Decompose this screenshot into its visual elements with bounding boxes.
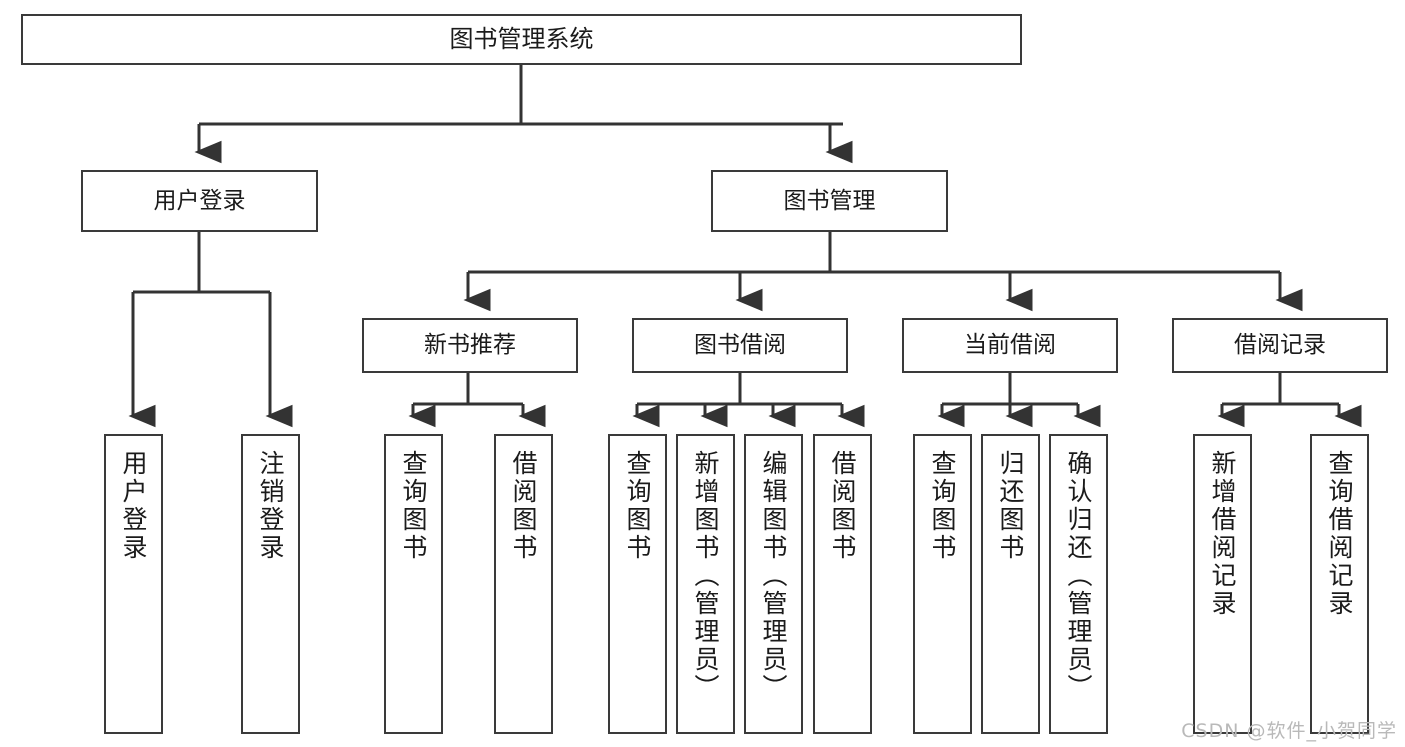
node-root-system[interactable]: 图书管理系统	[21, 14, 1022, 65]
leaf-query-book-current[interactable]: 查询图书	[913, 434, 972, 734]
leaf-borrow-book[interactable]: 借阅图书	[813, 434, 872, 734]
node-label: 归还图书	[996, 450, 1025, 562]
node-label: 注销登录	[256, 450, 285, 562]
node-label: 借阅图书	[509, 450, 538, 562]
node-label: 查询图书	[623, 450, 652, 562]
node-label: 查询图书	[399, 450, 428, 562]
node-label: 借阅记录	[1234, 332, 1326, 359]
leaf-query-book-borrow[interactable]: 查询图书	[608, 434, 667, 734]
node-label: 新增图书（管理员）	[691, 450, 720, 702]
leaf-borrow-book-new[interactable]: 借阅图书	[494, 434, 553, 734]
node-label: 借阅图书	[828, 450, 857, 562]
leaf-user-login[interactable]: 用户登录	[104, 434, 163, 734]
node-user-login[interactable]: 用户登录	[81, 170, 318, 232]
node-label: 用户登录	[153, 187, 246, 214]
node-label: 新书推荐	[424, 332, 516, 359]
node-book-borrow[interactable]: 图书借阅	[632, 318, 848, 373]
leaf-query-borrow-record[interactable]: 查询借阅记录	[1310, 434, 1369, 734]
node-new-book-recommend[interactable]: 新书推荐	[362, 318, 578, 373]
node-label: 图书管理系统	[449, 24, 594, 53]
node-label: 图书借阅	[694, 332, 786, 359]
node-label: 查询图书	[928, 450, 957, 562]
node-book-management[interactable]: 图书管理	[711, 170, 948, 232]
node-label: 图书管理	[783, 187, 876, 214]
node-borrow-record[interactable]: 借阅记录	[1172, 318, 1388, 373]
node-label: 查询借阅记录	[1325, 450, 1354, 618]
node-label: 确认归还（管理员）	[1064, 450, 1093, 702]
leaf-add-book-admin[interactable]: 新增图书（管理员）	[676, 434, 735, 734]
leaf-edit-book-admin[interactable]: 编辑图书（管理员）	[744, 434, 803, 734]
leaf-return-book[interactable]: 归还图书	[981, 434, 1040, 734]
node-label: 新增借阅记录	[1208, 450, 1237, 618]
leaf-add-borrow-record[interactable]: 新增借阅记录	[1193, 434, 1252, 734]
leaf-logout[interactable]: 注销登录	[241, 434, 300, 734]
node-current-borrow[interactable]: 当前借阅	[902, 318, 1118, 373]
leaf-confirm-return-admin[interactable]: 确认归还（管理员）	[1049, 434, 1108, 734]
leaf-query-book-new[interactable]: 查询图书	[384, 434, 443, 734]
node-label: 当前借阅	[964, 332, 1056, 359]
node-label: 用户登录	[119, 450, 148, 562]
node-label: 编辑图书（管理员）	[759, 450, 788, 702]
